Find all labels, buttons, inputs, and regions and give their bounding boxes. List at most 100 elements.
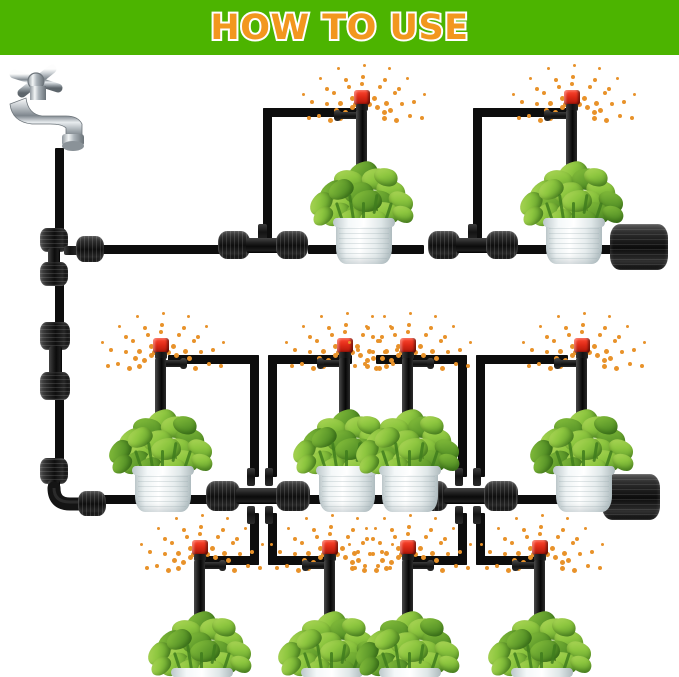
tube-top-riser-left bbox=[263, 108, 272, 240]
sprinkler-inlet bbox=[554, 358, 578, 369]
tee-connector-top-1 bbox=[218, 222, 312, 268]
sprinkler-body bbox=[402, 560, 413, 638]
sprinkler-cap bbox=[322, 540, 338, 555]
foliage bbox=[304, 156, 422, 234]
tube-mid-riser-1 bbox=[250, 355, 259, 477]
foliage bbox=[350, 404, 468, 482]
sprinkler-neck bbox=[576, 352, 588, 359]
sprinkler-body bbox=[155, 358, 166, 436]
sprinkler-body bbox=[324, 560, 335, 638]
sprinkler-neck bbox=[324, 554, 336, 561]
sprinkler-cap bbox=[574, 338, 590, 353]
tube-mid-branch-1 bbox=[168, 355, 259, 364]
sprinkler-inlet bbox=[512, 560, 536, 571]
sprinkler-neck bbox=[402, 352, 414, 359]
sprinkler-cap bbox=[400, 540, 416, 555]
plant-pot bbox=[543, 218, 605, 264]
sprinkler-body bbox=[534, 560, 545, 638]
potted-plant bbox=[350, 404, 468, 512]
sprinkler-cap bbox=[337, 338, 353, 353]
tube-low-branch-2 bbox=[268, 556, 330, 565]
plant-pot bbox=[333, 218, 395, 264]
sprinkler-cap bbox=[400, 338, 416, 353]
sprinkler-body bbox=[194, 560, 205, 638]
sprinkler-cap bbox=[532, 540, 548, 555]
tube-top-main-a bbox=[84, 245, 224, 254]
foliage bbox=[142, 606, 260, 677]
plant-pot bbox=[316, 466, 378, 512]
sprinkler-inlet bbox=[202, 560, 226, 571]
potted-plant bbox=[304, 156, 422, 264]
sprinkler-body bbox=[566, 110, 577, 188]
foliage bbox=[350, 606, 468, 677]
inline-coupler-vertical bbox=[34, 322, 90, 402]
sprinkler-neck bbox=[356, 104, 368, 111]
plant-pot bbox=[511, 668, 573, 677]
foliage bbox=[524, 404, 642, 482]
sprinkler-body bbox=[576, 358, 587, 436]
plant-pot bbox=[301, 668, 363, 677]
sprinkler-neck bbox=[155, 352, 167, 359]
tube-mid-branch-4 bbox=[476, 355, 568, 364]
plant-pot bbox=[171, 668, 233, 677]
sprinkler-body bbox=[402, 358, 413, 436]
tube-vertical-1 bbox=[55, 272, 64, 324]
tube-low-drop-2 bbox=[268, 513, 277, 565]
tube-top-branch-right bbox=[473, 108, 571, 117]
sprinkler-inlet bbox=[334, 110, 358, 121]
elbow-connector bbox=[34, 458, 118, 516]
plant-pot bbox=[379, 466, 441, 512]
sprinkler-inlet bbox=[302, 560, 326, 571]
potted-plant bbox=[103, 404, 221, 512]
plant-pot bbox=[132, 466, 194, 512]
tube-low-drop-3 bbox=[458, 513, 467, 565]
tube-mid-branch-2 bbox=[268, 355, 352, 364]
tube-top-branch-left bbox=[263, 108, 361, 117]
foliage bbox=[482, 606, 600, 677]
potted-plant bbox=[514, 156, 632, 264]
tube-vertical-2 bbox=[55, 398, 64, 460]
tee-connector-top-2 bbox=[428, 222, 522, 268]
foliage bbox=[272, 606, 390, 677]
potted-plant bbox=[272, 606, 390, 677]
tube-low-drop-1 bbox=[250, 513, 259, 565]
tube-mid-riser-2 bbox=[268, 355, 277, 477]
sprinkler-inlet bbox=[317, 358, 341, 369]
tube-low-drop-4 bbox=[476, 513, 485, 565]
header-banner: HOW TO USE bbox=[0, 0, 679, 55]
potted-plant bbox=[524, 404, 642, 512]
foliage bbox=[103, 404, 221, 482]
plant-pot bbox=[553, 466, 615, 512]
sprinkler-cap bbox=[564, 90, 580, 105]
tube-top-riser-right bbox=[473, 108, 482, 240]
sprinkler-neck bbox=[339, 352, 351, 359]
tee-connector-vertical bbox=[36, 228, 122, 286]
tube-faucet-drop bbox=[55, 148, 64, 240]
sprinkler-neck bbox=[194, 554, 206, 561]
potted-plant bbox=[287, 404, 405, 512]
sprinkler-cap bbox=[192, 540, 208, 555]
potted-plant bbox=[142, 606, 260, 677]
tube-mid-branch-3 bbox=[376, 355, 467, 364]
tube-bottom-main-c bbox=[504, 495, 604, 504]
plant-pot bbox=[379, 668, 441, 677]
foliage bbox=[514, 156, 632, 234]
sprinkler-neck bbox=[534, 554, 546, 561]
sprinkler-neck bbox=[566, 104, 578, 111]
sprinkler-neck bbox=[402, 554, 414, 561]
sprinkler-inlet bbox=[410, 560, 434, 571]
cross-connector-bottom-1 bbox=[206, 468, 310, 524]
page-title: HOW TO USE bbox=[208, 6, 470, 50]
sprinkler-cap bbox=[354, 90, 370, 105]
sprinkler-body bbox=[339, 358, 350, 436]
potted-plant bbox=[482, 606, 600, 677]
tube-low-branch-4 bbox=[476, 556, 538, 565]
end-cap-top bbox=[610, 224, 668, 270]
faucet-icon bbox=[2, 60, 108, 160]
sprinkler-inlet bbox=[410, 358, 434, 369]
sprinkler-cap bbox=[153, 338, 169, 353]
sprinkler-inlet bbox=[163, 358, 187, 369]
sprinkler-body bbox=[356, 110, 367, 188]
tube-mid-riser-3 bbox=[458, 355, 467, 477]
sprinkler-inlet bbox=[544, 110, 568, 121]
